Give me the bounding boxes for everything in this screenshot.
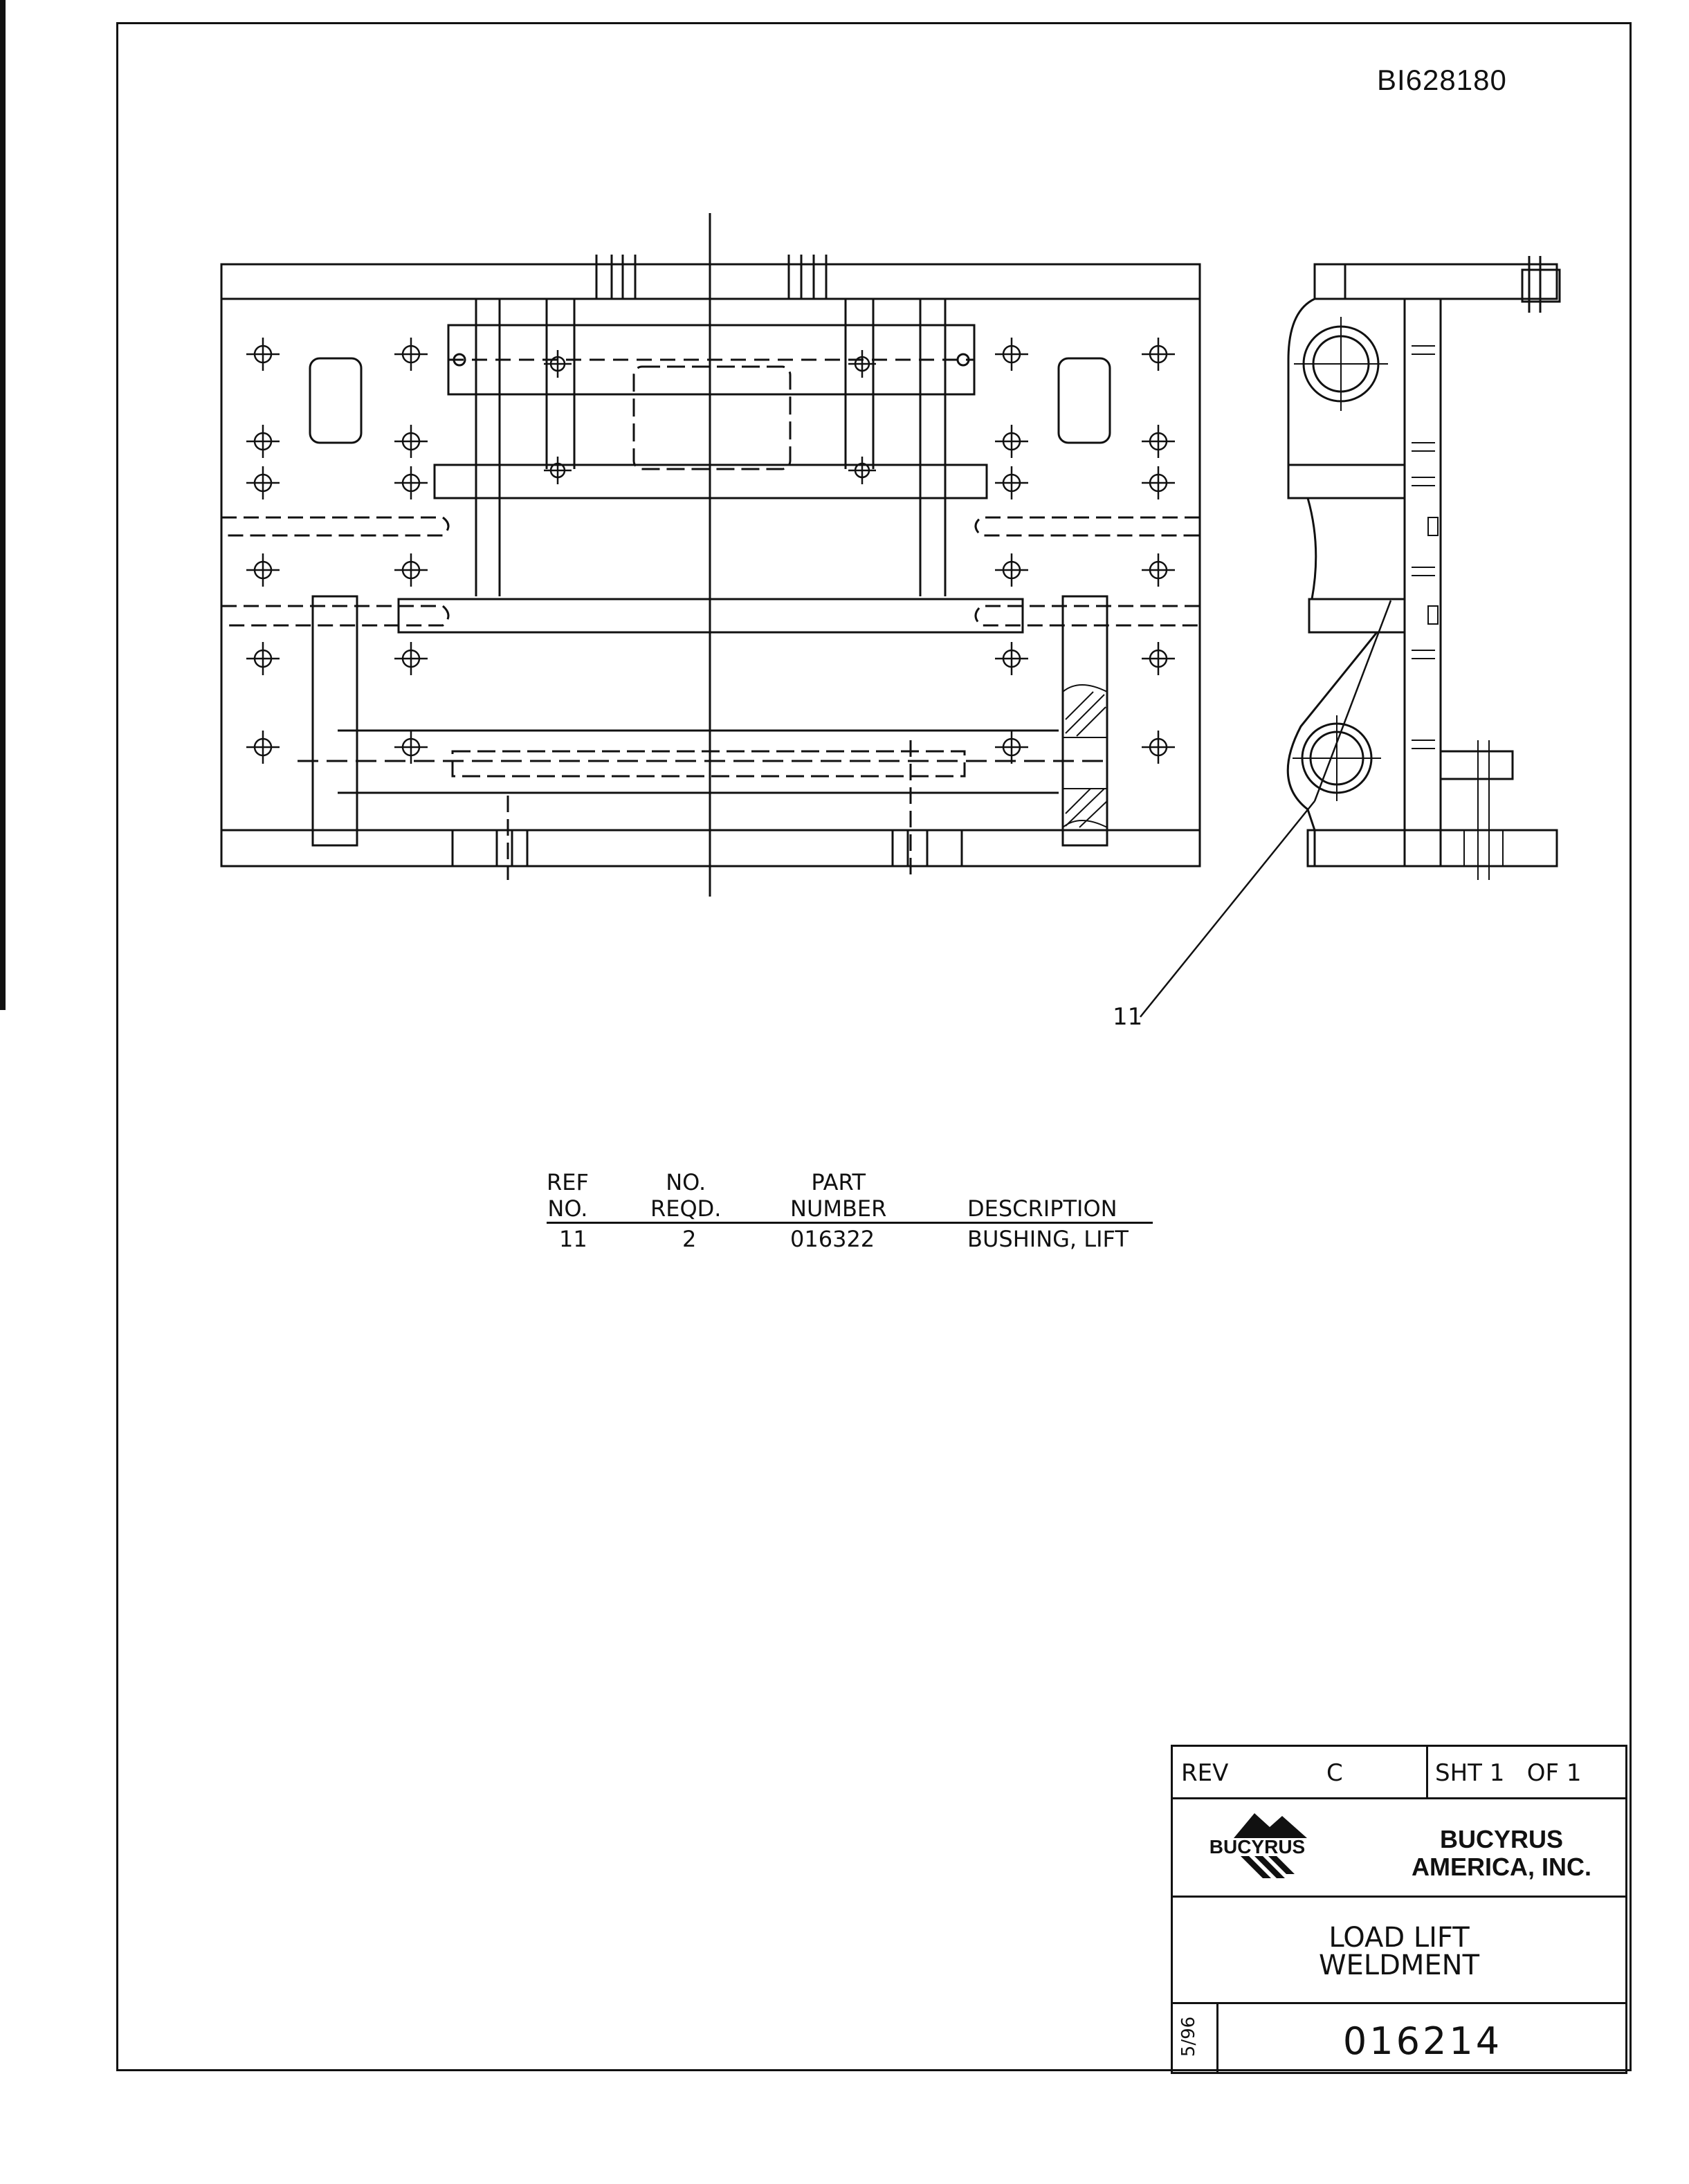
number-row: 5/96 016214 [1173,2004,1625,2072]
pin-end-right [956,353,970,367]
cell-part-number: 016322 [790,1226,875,1252]
upper-lug-profile [1287,297,1405,466]
bolt-holes [246,338,1175,764]
side-upper-bar [1287,464,1406,499]
center-window-hidden [632,365,792,470]
callout-label-11: 11 [1113,1003,1143,1031]
drawing-number: 016214 [1342,2019,1503,2063]
pin-end-left [453,353,466,367]
drawing-border [116,22,1632,2071]
drawing-title: LOAD LIFT WELDMENT [1318,1922,1480,1981]
header-no-reqd: NO. REQD. [650,1169,722,1222]
side-tab-lines [1412,345,1504,880]
side-top-flange [1313,263,1558,300]
title-row: LOAD LIFT WELDMENT [1173,1898,1625,2004]
header-part-number: PART NUMBER [790,1169,887,1222]
right-lug-section-hatch [1062,684,1108,829]
rev-row: REV C SHT 1 OF 1 [1173,1747,1625,1799]
top-bolt-tabs [595,255,828,299]
rev-label: REV [1181,1759,1229,1787]
sheet-number: SHT 1 OF 1 [1435,1759,1582,1787]
cell-no-reqd: 2 [682,1226,697,1252]
company-row: BUCYRUS BUCYRUS AMERICA, INC. [1173,1799,1625,1898]
cell-ref-no: 11 [559,1226,587,1252]
middle-cross-bar [397,598,1024,634]
drawing-date: 5/96 [1178,2016,1200,2057]
rev-value: C [1326,1759,1343,1787]
title-block: REV C SHT 1 OF 1 BUCYRUS BUCYRUS AMERICA… [1171,1745,1627,2074]
side-bottom-flange [1306,829,1558,868]
hidden-slots [221,516,1200,627]
front-view [220,213,1201,897]
date-cell: 5/96 [1173,2004,1218,2072]
vertical-uprights [475,299,947,596]
side-mid-profile [1306,497,1405,600]
lower-tube-hidden [451,750,966,778]
company-name: BUCYRUS AMERICA, INC. [1412,1825,1591,1881]
callout-leader-11-ext [1313,600,1392,802]
svg-text:BUCYRUS: BUCYRUS [1209,1836,1305,1857]
right-cutout [1057,357,1111,444]
parts-header-rule [547,1222,1153,1224]
sheet-cell: SHT 1 OF 1 [1426,1747,1629,1797]
lower-lug-profile [1286,631,1380,866]
left-cutout [309,357,363,444]
bottom-bolt-tabs [451,740,963,880]
header-description: DESCRIPTION [967,1195,1117,1222]
header-ref-no: REF NO. [547,1169,589,1222]
cell-description: BUSHING, LIFT [967,1226,1129,1252]
side-lower-tab [1439,750,1514,780]
scan-edge-mark [0,0,6,1010]
upper-cross-bar [433,464,988,499]
document-id: BI628180 [1377,64,1507,96]
left-lug [311,595,358,847]
bucyrus-logo: BUCYRUS [1188,1813,1326,1878]
side-view [1286,256,1561,880]
callout-leader-11 [1140,800,1315,1018]
